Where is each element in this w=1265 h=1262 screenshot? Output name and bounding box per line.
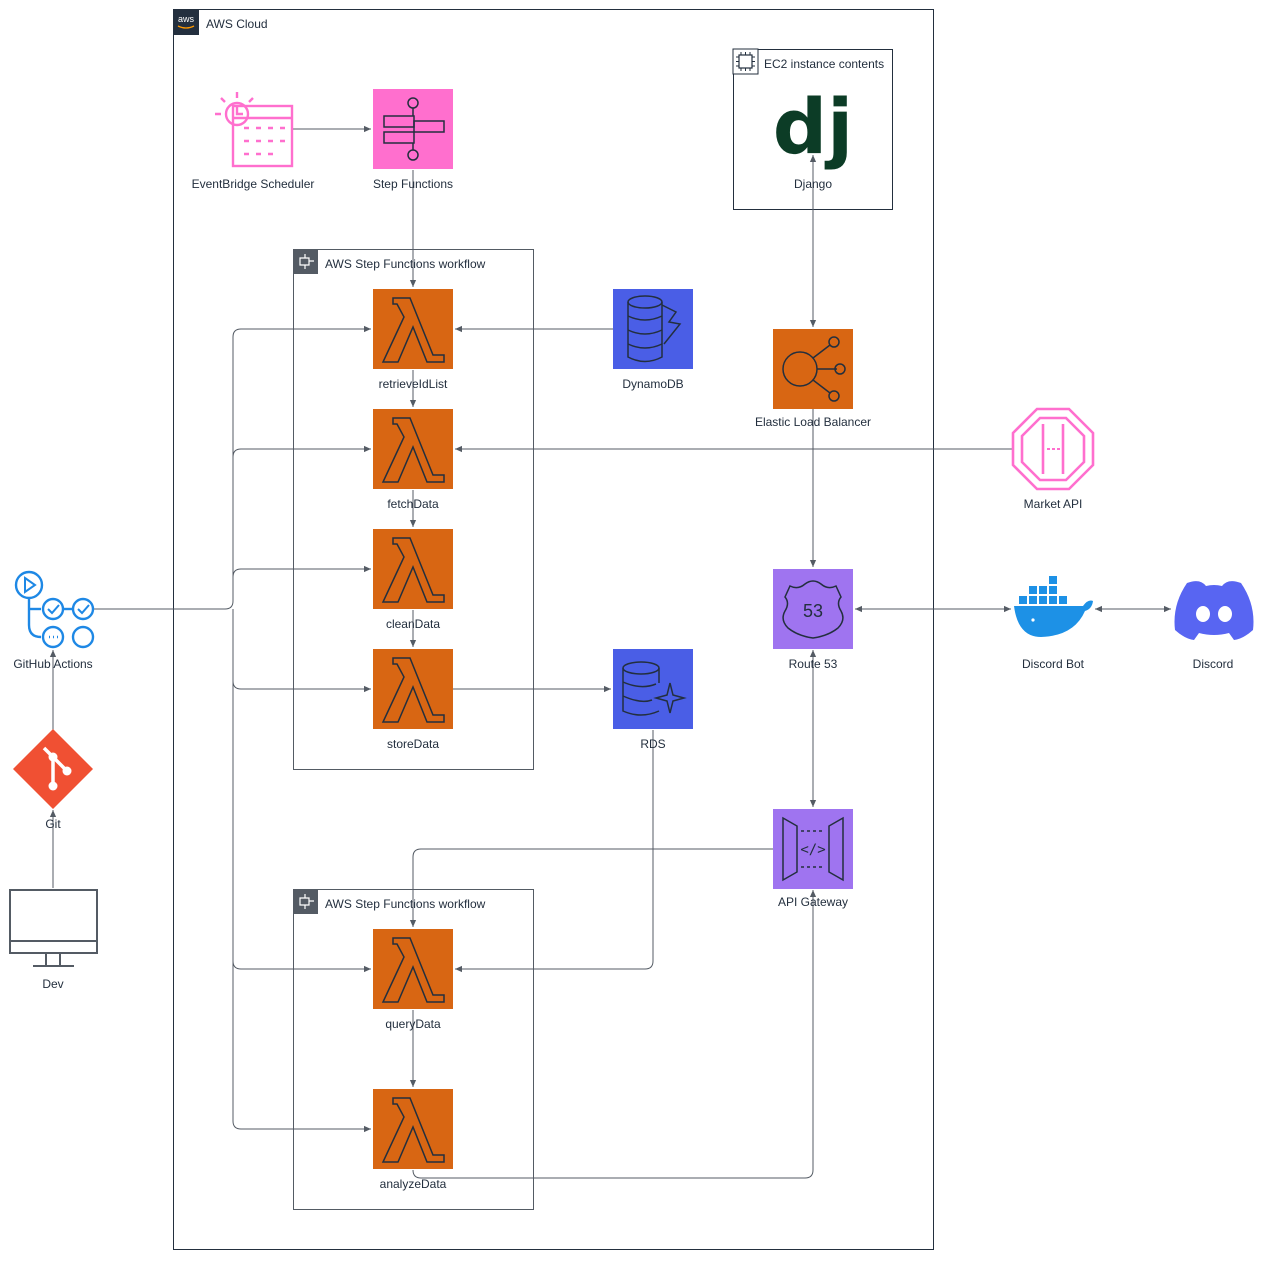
lambda-icon [373,929,453,1009]
svg-text:dj: dj [773,82,853,171]
aws-cloud-group: aws AWS Cloud [173,9,934,1250]
discord-logo-icon [1174,581,1254,640]
django-node[interactable]: dj Django [773,82,853,191]
discord-node[interactable]: Discord [1174,581,1254,671]
storedata-label: storeData [387,737,439,751]
django-label: Django [794,177,832,191]
step-functions-icon [373,89,453,169]
api-endpoint-icon [1011,407,1095,491]
elb-label: Elastic Load Balancer [755,415,871,429]
route53-shield-icon: 53 [773,569,853,649]
lambda-cleandata-node[interactable]: cleanData [373,529,453,631]
retrieveidlist-label: retrieveIdList [379,377,448,391]
edge-analyze-apigw [412,890,817,1179]
analyzedata-label: analyzeData [380,1177,447,1191]
git-label: Git [45,817,61,831]
api-gateway-icon: </> [773,809,853,889]
cleandata-label: cleanData [386,617,440,631]
workflow-icon [293,889,318,914]
lambda-fetchdata-node[interactable]: fetchData [373,409,453,511]
ec2-group-label: EC2 instance contents [764,57,884,71]
git-logo-icon [13,729,93,809]
github-actions-node[interactable]: GitHub Actions [13,570,95,671]
dev-node[interactable]: Dev [9,889,98,991]
lambda-analyzedata-node[interactable]: analyzeData [373,1089,453,1191]
rds-label: RDS [640,737,665,751]
api-gateway-label: API Gateway [778,895,848,909]
lambda-icon [373,289,453,369]
fetchdata-label: fetchData [387,497,439,511]
edge-rds-query [455,730,654,973]
lambda-icon [373,529,453,609]
edge-github-deploy-bus [93,328,371,1130]
elb-node[interactable]: Elastic Load Balancer [755,329,871,429]
edge-apigw-query [409,848,773,927]
elb-icon [773,329,853,409]
lambda-querydata-node[interactable]: queryData [373,929,453,1031]
svg-text:</>: </> [800,842,825,858]
api-gateway-node[interactable]: </> API Gateway [773,809,853,909]
dynamodb-icon [613,289,693,369]
github-actions-icon [14,570,95,649]
svg-text:53: 53 [803,601,823,621]
desktop-monitor-icon [9,889,98,967]
svg-text:aws: aws [178,14,195,24]
github-actions-label: GitHub Actions [13,657,92,671]
eventbridge-scheduler-label: EventBridge Scheduler [192,177,315,191]
step-functions-workflow-group-2: AWS Step Functions workflow [293,889,534,1210]
lambda-storedata-node[interactable]: storeData [373,649,453,751]
route53-label: Route 53 [789,657,838,671]
step-functions-node[interactable]: Step Functions [373,89,453,191]
step-functions-workflow-group-1: AWS Step Functions workflow [293,249,534,770]
docker-whale-icon [1014,576,1093,637]
workflow-2-label: AWS Step Functions workflow [325,897,486,911]
lambda-icon [373,409,453,489]
lambda-retrieveidlist-node[interactable]: retrieveIdList [373,289,453,391]
dynamodb-label: DynamoDB [622,377,683,391]
eventbridge-scheduler-node[interactable]: EventBridge Scheduler [192,92,315,191]
discord-bot-node[interactable]: Discord Bot [1014,576,1093,671]
rds-icon [613,649,693,729]
git-node[interactable]: Git [13,729,93,831]
rds-node[interactable]: RDS [613,649,693,751]
step-functions-label: Step Functions [373,177,453,191]
dynamodb-node[interactable]: DynamoDB [613,289,693,391]
dev-label: Dev [42,977,63,991]
workflow-icon [293,249,318,274]
chip-icon [732,48,759,75]
discord-bot-label: Discord Bot [1022,657,1085,671]
route53-node[interactable]: 53 Route 53 [773,569,853,671]
market-api-node[interactable]: Market API [1011,407,1095,511]
connectors [49,125,1171,1179]
aws-cloud-label: AWS Cloud [206,17,268,31]
lambda-icon [373,649,453,729]
eventbridge-scheduler-icon [215,92,294,168]
django-logo-icon: dj [773,82,853,171]
discord-label: Discord [1193,657,1234,671]
lambda-icon [373,1089,453,1169]
aws-logo-icon: aws [173,9,199,35]
querydata-label: queryData [385,1017,441,1031]
workflow-1-label: AWS Step Functions workflow [325,257,486,271]
market-api-label: Market API [1024,497,1083,511]
